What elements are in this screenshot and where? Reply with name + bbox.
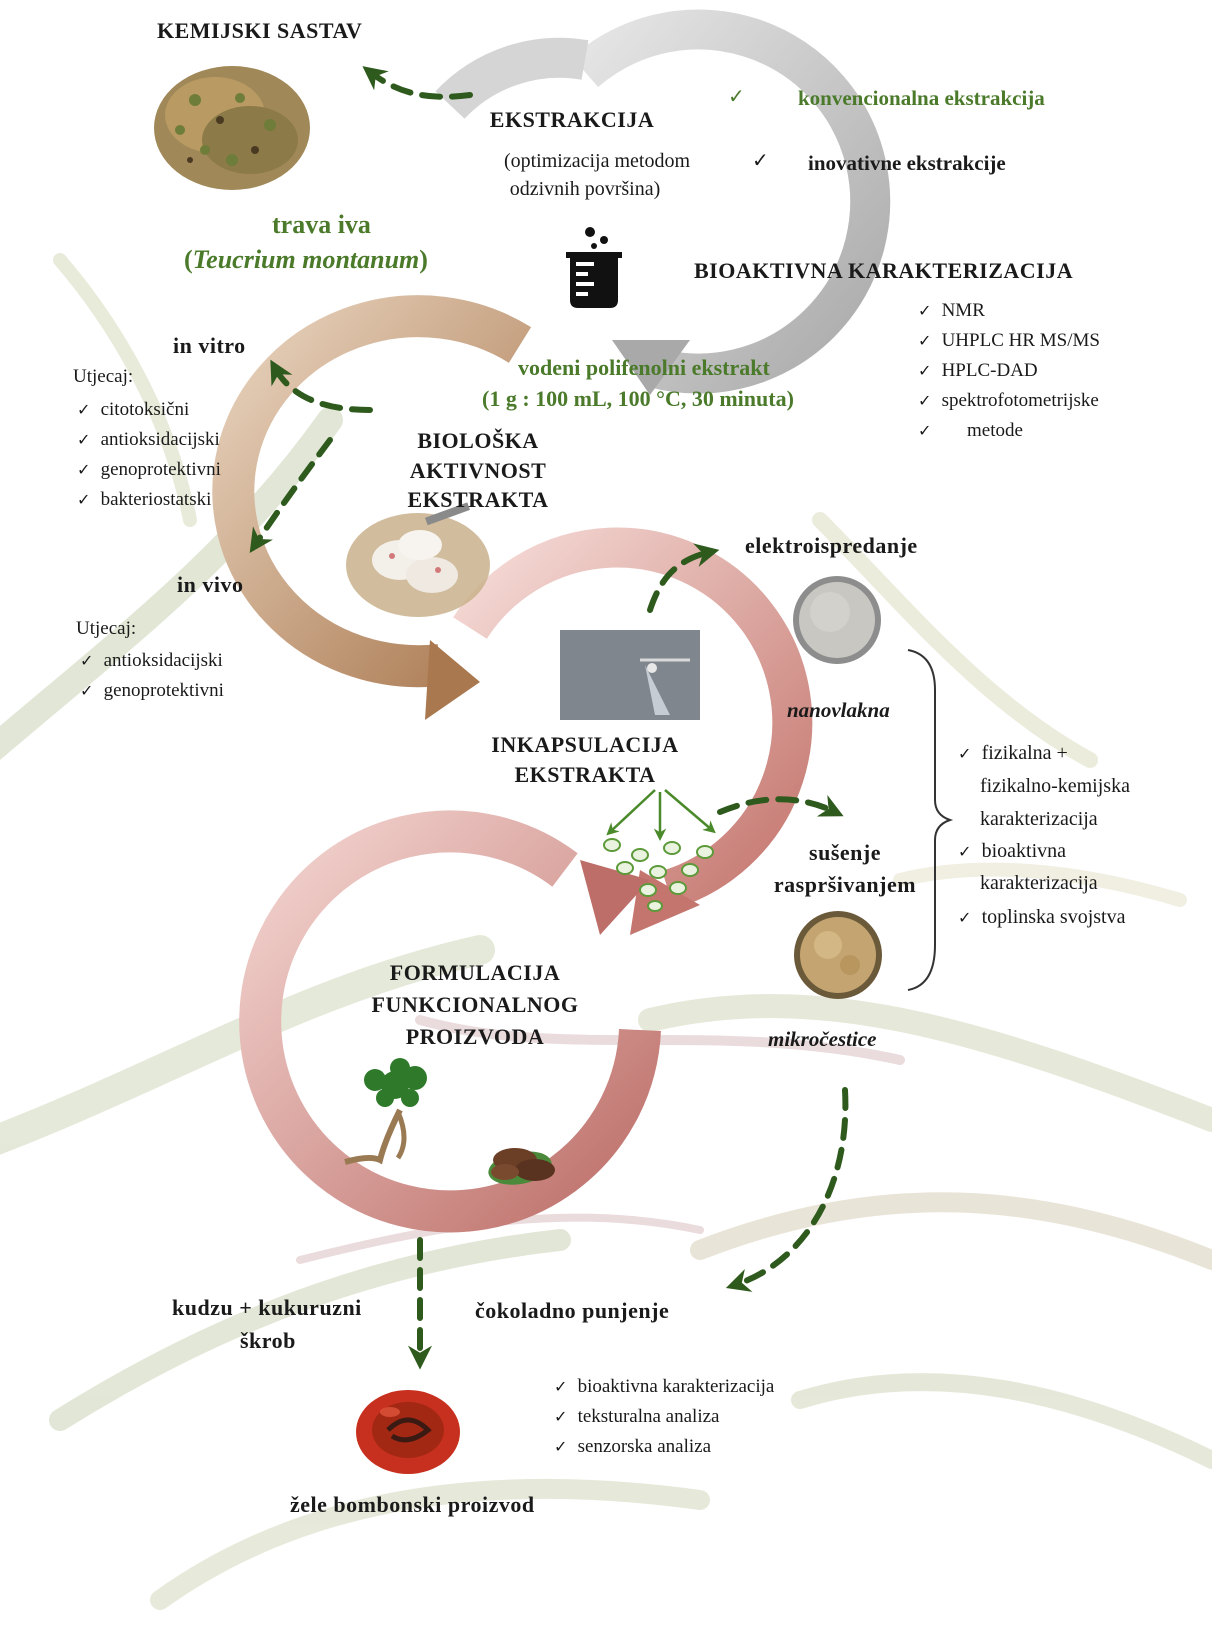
characterization-bracket — [907, 649, 954, 991]
kudzu-label-line2: škrob — [240, 1328, 296, 1353]
effect-item: bakteriostatski — [77, 485, 221, 515]
biological-activity-title-line1: BIOLOŠKA — [417, 428, 539, 453]
biological-activity-cycle-arrow — [212, 295, 532, 720]
in-vivo-effects-list: antioksidacijski genoprotektivni — [80, 646, 224, 706]
in-vitro-effects-list: citotoksični antioksidacijski genoprotek… — [77, 395, 221, 515]
characterization-item-3: ✓ toplinska svojstva — [958, 906, 1126, 928]
dashed-flow-arrows — [249, 66, 849, 1370]
biological-activity-title-line2: AKTIVNOST — [409, 458, 547, 483]
jelly-candy-product-label: žele bombonski proizvod — [290, 1492, 535, 1517]
formulation-title-line3: PROIZVODA — [405, 1024, 545, 1049]
innovative-extraction-label: inovativne ekstrakcije — [808, 151, 1006, 175]
encapsulation-title-line2: EKSTRAKTA — [514, 762, 656, 787]
formulation-title-line2: FUNKCIONALNOG — [371, 992, 579, 1017]
formulation-title-line1: FORMULACIJA — [389, 960, 561, 985]
extraction-subtitle-line2: odzivnih površina) — [509, 178, 661, 200]
method-item: ✓ metode — [918, 416, 1100, 446]
extraction-subtitle-line1: (optimizacija metodom — [503, 150, 691, 172]
bioactive-methods-list: NMR UHPLC HR MS/MS HPLC-DAD spektrofotom… — [918, 296, 1100, 446]
in-vitro-effect-label: Utjecaj: — [73, 366, 134, 387]
effect-item: genoprotektivni — [77, 455, 221, 485]
microparticle-powder-image — [794, 911, 882, 999]
analysis-item: bioaktivna karakterizacija — [554, 1372, 775, 1402]
nanofiber-mat-image — [793, 576, 881, 664]
effect-item: antioksidacijski — [77, 425, 221, 455]
encapsulation-title-line1: INKAPSULACIJA — [491, 732, 679, 757]
in-vivo-effect-label: Utjecaj: — [76, 618, 137, 639]
cocoa-beans-image — [488, 1148, 555, 1185]
nanofibers-label: nanovlakna — [787, 698, 890, 722]
conventional-extraction-label: konvencionalna ekstrakcija — [798, 86, 1045, 110]
biological-activity-title-line3: EKSTRAKTA — [407, 487, 549, 512]
dried-herb-image — [154, 66, 310, 190]
spray-drying-label-line2: raspršivanjem — [773, 872, 917, 897]
microparticles-label: mikročestice — [768, 1027, 877, 1051]
characterization-item-1: ✓ fizikalna + — [958, 742, 1068, 764]
analysis-item: teksturalna analiza — [554, 1402, 774, 1432]
method-item: UHPLC HR MS/MS — [918, 326, 1100, 356]
electrospinning-label: elektroispredanje — [745, 533, 918, 558]
characterization-item-2: ✓ bioaktivna — [958, 840, 1067, 862]
in-vivo-title: in vivo — [177, 572, 244, 597]
jelly-candy-image — [356, 1390, 460, 1474]
bioactive-characterization-title: BIOAKTIVNA KARAKTERIZACIJA — [694, 258, 1074, 283]
spray-drying-label-line1: sušenje — [809, 840, 881, 865]
extract-name: vodeni polifenolni ekstrakt — [518, 355, 770, 380]
beaker-icon — [566, 227, 622, 308]
innovative-check-icon: ✓ — [752, 148, 769, 172]
effect-item: genoprotektivni — [80, 676, 224, 706]
characterization-item-2-line2: karakterizacija — [980, 872, 1098, 894]
product-analyses-list: bioaktivna karakterizacija teksturalna a… — [554, 1372, 775, 1462]
kudzu-label-line1: kudzu + kukuruzni — [172, 1295, 362, 1320]
laboratory-mice-image — [346, 502, 490, 617]
method-item: HPLC-DAD — [918, 356, 1100, 386]
chemical-composition-title: KEMIJSKI SASTAV — [157, 18, 363, 43]
plant-common-name: trava iva — [272, 210, 371, 239]
plant-latin-name: (Teucrium montanum) — [184, 245, 428, 274]
analysis-item: senzorska analiza — [554, 1432, 774, 1462]
conventional-check-icon: ✓ — [728, 84, 745, 108]
method-item: NMR — [918, 296, 1100, 326]
electrospinning-setup-image — [560, 630, 700, 720]
method-item: spektrofotometrijske — [918, 386, 1100, 416]
characterization-item-1-line2: fizikalno-kemijska — [980, 775, 1130, 797]
in-vitro-title: in vitro — [173, 333, 246, 358]
effect-item: antioksidacijski — [80, 646, 224, 676]
effect-item: citotoksični — [77, 395, 221, 425]
characterization-item-1-line3: karakterizacija — [980, 808, 1098, 830]
chocolate-filling-label: čokoladno punjenje — [475, 1298, 670, 1323]
extraction-title: EKSTRAKCIJA — [489, 107, 655, 132]
release-arrows — [606, 789, 716, 841]
extract-conditions: (1 g : 100 mL, 100 °C, 30 minuta) — [482, 386, 794, 411]
microparticle-bubbles — [603, 838, 714, 912]
extraction-cycle-arrow — [435, 9, 891, 395]
kudzu-plant-image — [344, 1058, 427, 1165]
formulation-cycle-arrow — [239, 810, 661, 1233]
